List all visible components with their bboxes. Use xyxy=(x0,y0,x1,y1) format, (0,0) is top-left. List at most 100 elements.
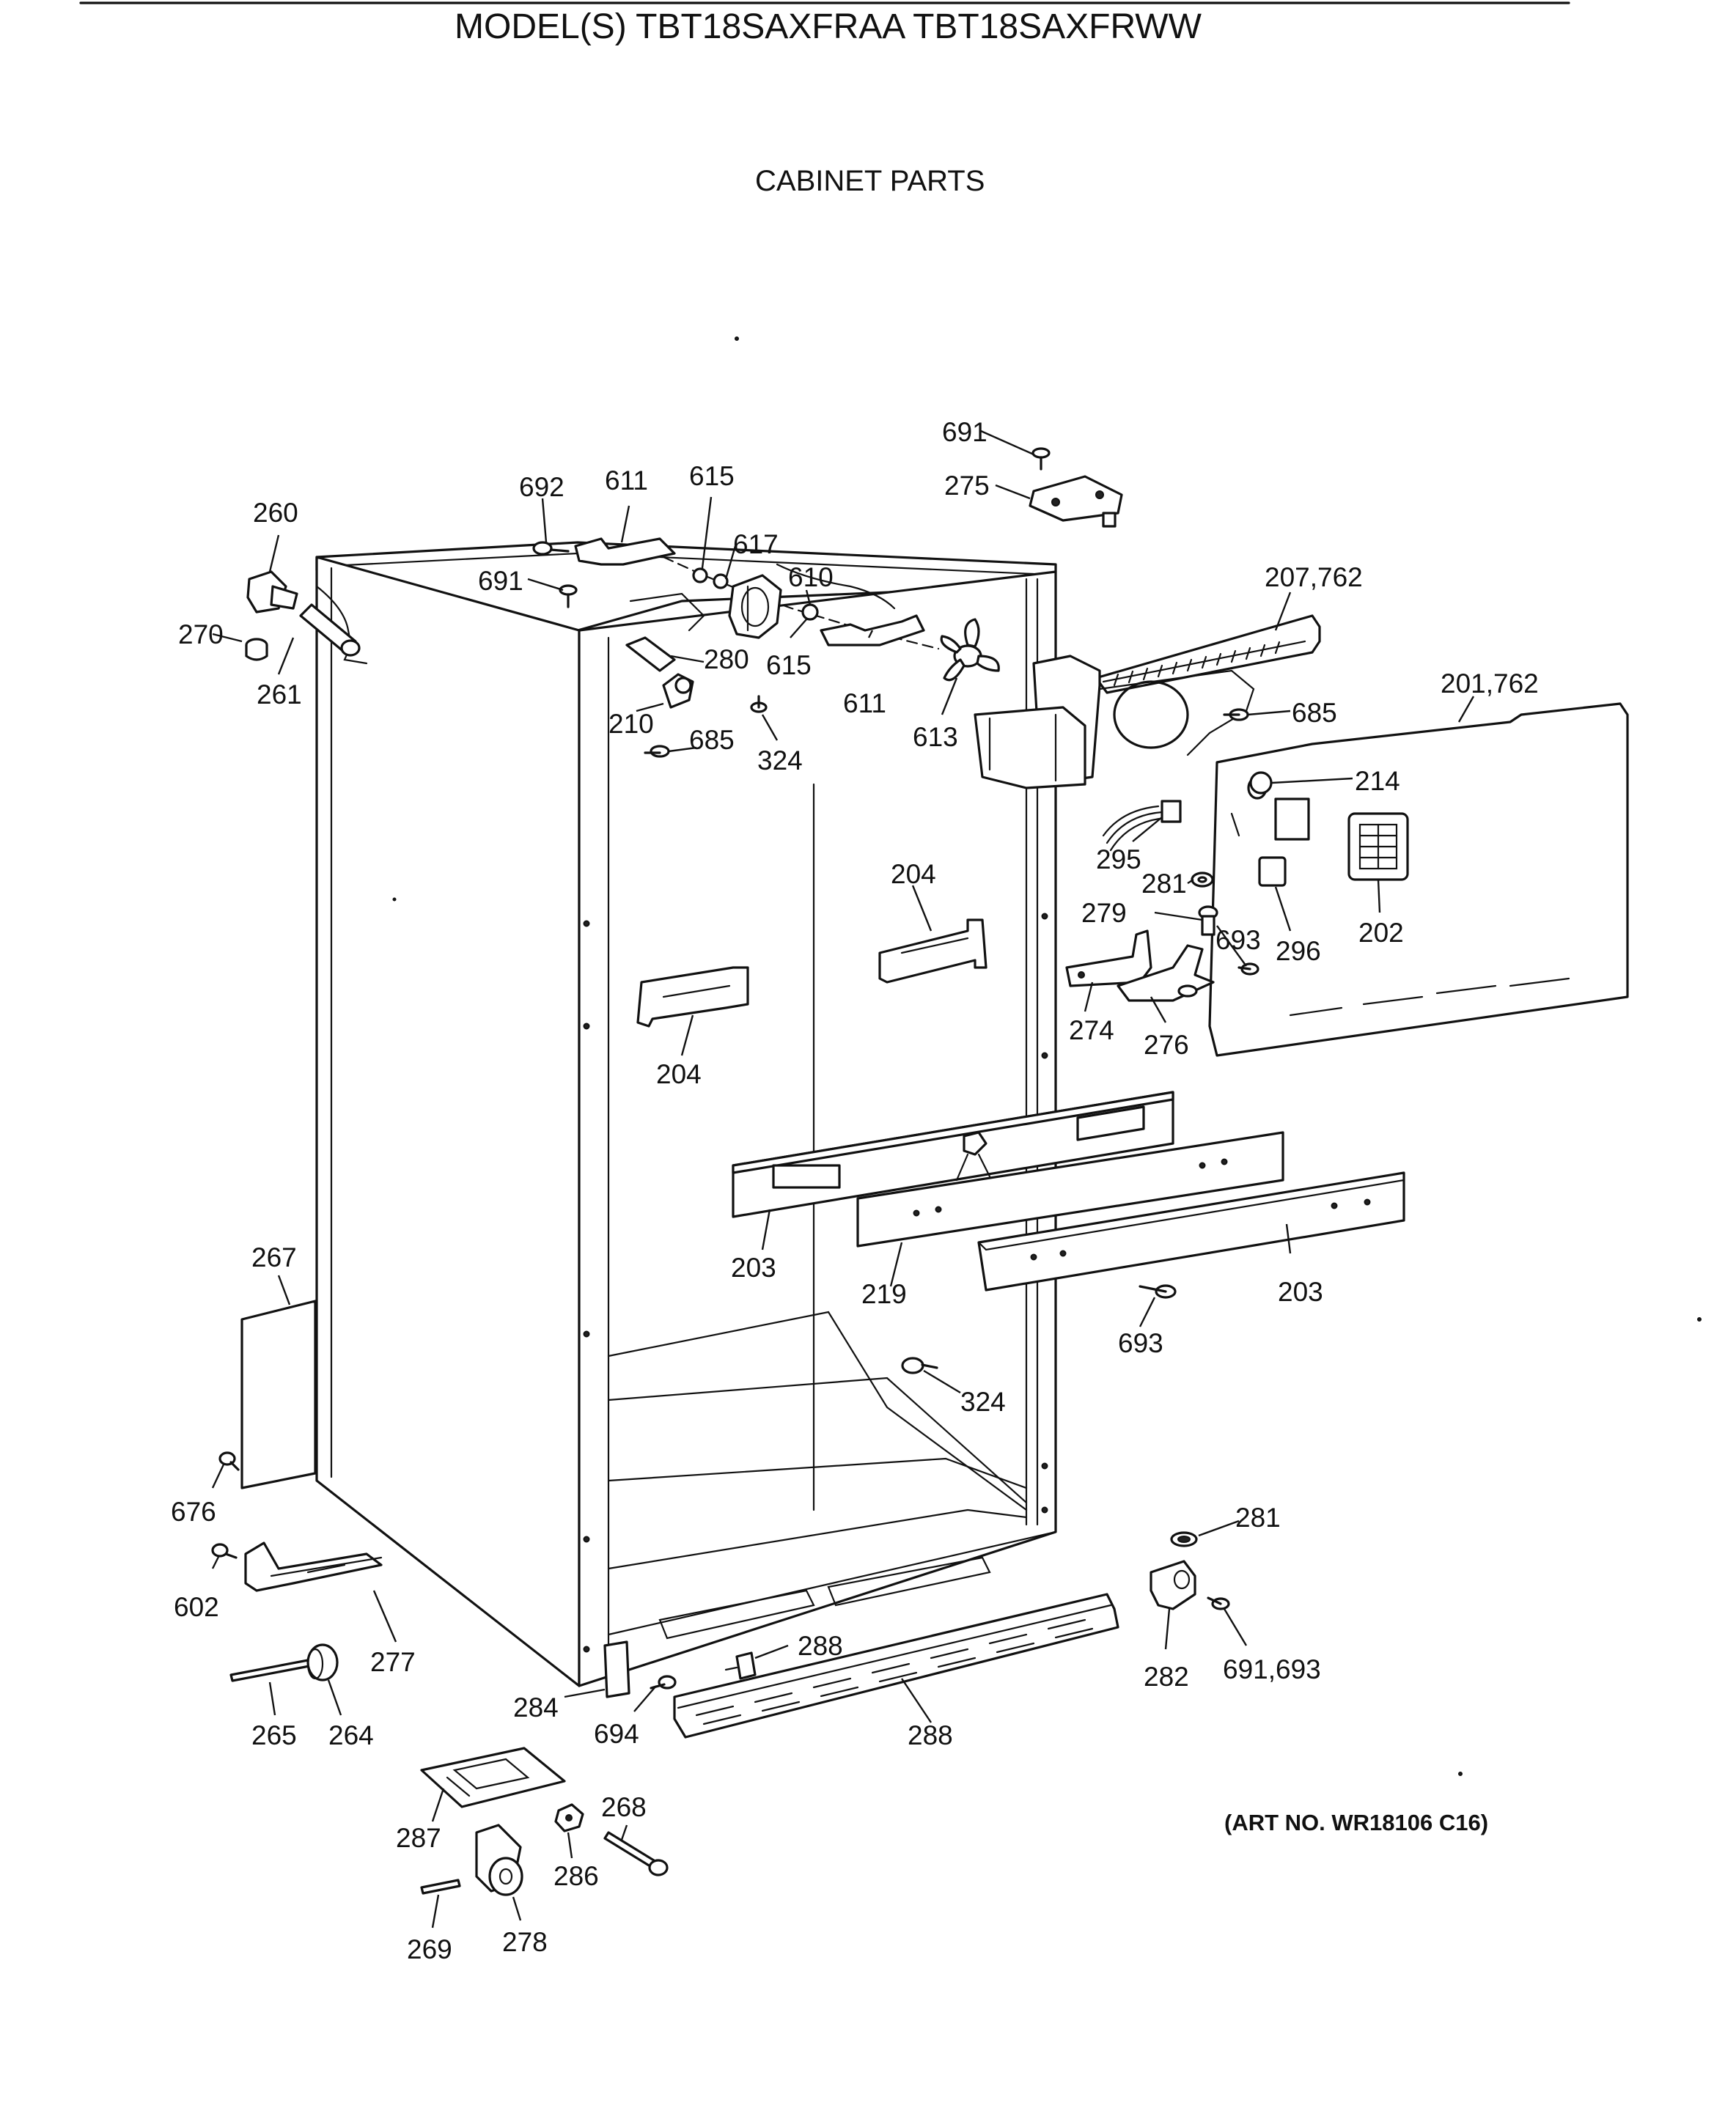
callouts: 691 275 692 611 615 617 691 610 615 611 … xyxy=(171,417,1539,1964)
roller-bracket-282 xyxy=(1150,1560,1196,1610)
callout-281-lower: 281 xyxy=(1235,1503,1281,1533)
fan-motor-617 xyxy=(728,574,782,639)
callout-279: 279 xyxy=(1081,898,1127,928)
scan-specks xyxy=(392,336,1702,1776)
callout-264: 264 xyxy=(328,1720,374,1750)
light-socket-210 xyxy=(662,673,694,709)
rail-bracket-277 xyxy=(244,1541,383,1592)
callout-610: 610 xyxy=(788,562,834,592)
art-number: (ART NO. WR18106 C16) xyxy=(1224,1810,1488,1835)
callout-278: 278 xyxy=(502,1927,548,1957)
screw-691-top xyxy=(1031,447,1051,471)
callout-281-mid: 281 xyxy=(1141,869,1187,899)
callout-288-small: 288 xyxy=(798,1631,843,1661)
callout-201-762: 201,762 xyxy=(1441,668,1539,699)
roller-axle-265 xyxy=(229,1659,311,1682)
clip-288 xyxy=(724,1651,757,1680)
screw-602 xyxy=(211,1543,238,1559)
callout-692: 692 xyxy=(519,472,564,502)
mullion-203-left xyxy=(732,1091,1174,1218)
screw-693-lower xyxy=(1139,1284,1177,1299)
nut-286 xyxy=(554,1803,584,1832)
callout-615-top: 615 xyxy=(689,461,735,491)
screw-693-mid xyxy=(1237,962,1259,976)
leveling-screw-268 xyxy=(603,1831,669,1876)
washer-281-lower xyxy=(1170,1531,1198,1547)
callout-611-mid: 611 xyxy=(843,688,886,718)
callout-203-left: 203 xyxy=(731,1253,776,1283)
hinge-276 xyxy=(1117,944,1215,1002)
cabinet-body xyxy=(315,541,1057,1687)
callout-324-top: 324 xyxy=(757,745,803,775)
door-hinge-pin-260 xyxy=(246,570,298,614)
callout-611-top: 611 xyxy=(605,465,648,495)
screw-694 xyxy=(650,1675,677,1690)
mullion-219 xyxy=(856,1131,1284,1248)
side-cover-267 xyxy=(240,1300,317,1489)
callout-602: 602 xyxy=(174,1592,219,1622)
fan-blade-613 xyxy=(940,618,1000,682)
callout-204-right: 204 xyxy=(891,859,936,889)
callout-685-left: 685 xyxy=(689,725,735,755)
screw-691-left xyxy=(559,584,578,608)
callout-275: 275 xyxy=(944,471,990,501)
callout-296: 296 xyxy=(1276,936,1321,966)
vent-202 xyxy=(1347,812,1409,881)
hinge-bushing-270 xyxy=(245,638,268,661)
grommet-214 xyxy=(1249,771,1273,795)
callout-685-right: 685 xyxy=(1292,698,1337,728)
leader-lines xyxy=(211,430,1475,1928)
wiring-harness-295 xyxy=(1102,800,1182,852)
washer-610 xyxy=(801,603,819,621)
hinge-tube-261 xyxy=(299,603,361,657)
roller-264 xyxy=(306,1643,339,1681)
callout-277: 277 xyxy=(370,1647,416,1677)
callout-288-grille: 288 xyxy=(908,1720,953,1750)
callout-615-mid: 615 xyxy=(766,650,812,680)
bracket-284 xyxy=(603,1640,630,1698)
callout-693-lower: 693 xyxy=(1118,1328,1163,1358)
washer-615-top xyxy=(692,567,729,589)
rivet-324-lower xyxy=(901,1357,938,1374)
callout-268: 268 xyxy=(601,1792,647,1822)
callout-691-left: 691 xyxy=(478,566,523,596)
callout-204-left: 204 xyxy=(656,1059,702,1089)
callout-324-lower: 324 xyxy=(960,1387,1006,1417)
callout-617: 617 xyxy=(733,529,779,559)
screw-685-right xyxy=(1223,708,1249,721)
callout-269: 269 xyxy=(407,1934,452,1964)
callout-295: 295 xyxy=(1096,844,1141,874)
callout-207-762: 207,762 xyxy=(1265,562,1363,592)
section-title: CABINET PARTS xyxy=(755,165,985,197)
evaporator-fan-housing xyxy=(974,706,1086,789)
screw-685-left xyxy=(644,745,670,758)
plug-280 xyxy=(625,636,676,672)
mullion-203-right xyxy=(977,1171,1405,1292)
top-hinge-275 xyxy=(1029,475,1123,528)
callout-276: 276 xyxy=(1144,1030,1189,1060)
callout-284: 284 xyxy=(513,1692,559,1723)
leveler-plate-287 xyxy=(420,1747,566,1808)
callout-691-top: 691 xyxy=(942,417,987,447)
callout-219: 219 xyxy=(861,1279,907,1309)
callout-214: 214 xyxy=(1355,766,1400,796)
callout-676: 676 xyxy=(171,1497,216,1527)
callout-202: 202 xyxy=(1358,918,1404,948)
shelf-support-204-right xyxy=(878,918,987,984)
rivet-324-top xyxy=(750,695,768,713)
shelf-support-204-left xyxy=(636,966,749,1028)
callout-203-right: 203 xyxy=(1278,1277,1323,1307)
callout-274: 274 xyxy=(1069,1015,1114,1045)
callout-210: 210 xyxy=(608,709,654,739)
caster-pin-269 xyxy=(420,1879,461,1895)
callout-267: 267 xyxy=(251,1242,297,1272)
screw-691-693-lower xyxy=(1207,1596,1230,1610)
callout-286: 286 xyxy=(553,1861,599,1891)
callout-280: 280 xyxy=(704,644,749,674)
grille-288 xyxy=(673,1593,1119,1739)
thermostat-296 xyxy=(1258,856,1287,887)
screw-692 xyxy=(532,541,570,556)
hinge-pin-279 xyxy=(1198,905,1218,936)
page-title: MODEL(S) TBT18SAXFRAA TBT18SAXFRWW xyxy=(455,7,1202,46)
